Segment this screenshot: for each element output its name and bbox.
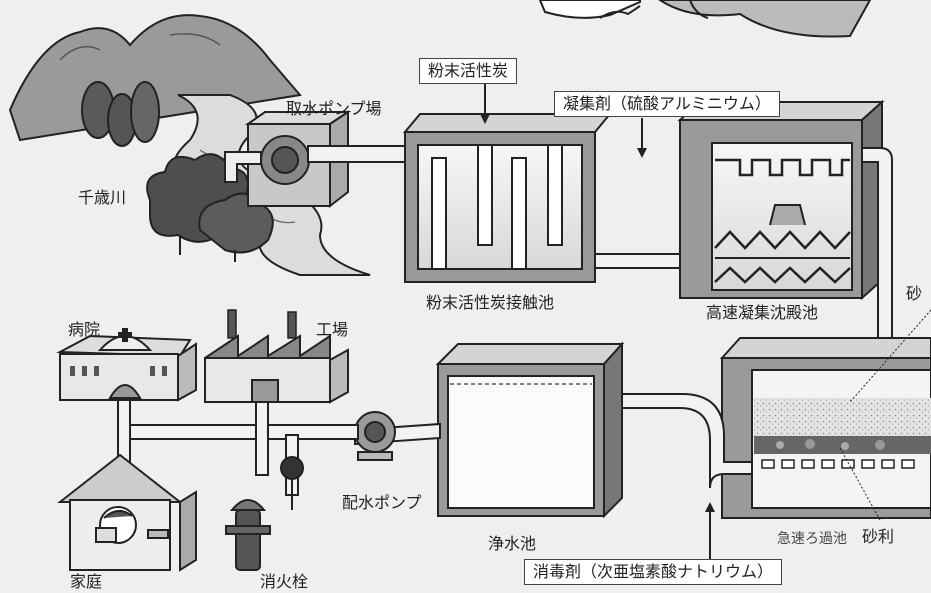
river-label: 千歳川 [78, 188, 127, 207]
sedimentation-label: 高速凝集沈殿池 [706, 303, 819, 322]
hospital [56, 328, 197, 402]
contact-basin [402, 82, 613, 283]
disinfectant-label: 消毒剤（次亜塩素酸ナトリウム） [524, 559, 783, 585]
children-illustration [538, 0, 872, 38]
trees [81, 81, 274, 262]
sedimentation-basin [677, 99, 893, 351]
intake-pump-label: 取水ポンプ場 [286, 99, 382, 118]
factory [204, 309, 349, 404]
rapid-filter [719, 309, 931, 521]
intake-pump-house [224, 110, 352, 209]
clear-water-basin [435, 341, 625, 519]
pipe-intake-to-contact [307, 145, 413, 163]
fire-hydrant [225, 456, 304, 571]
hydrant-label: 消火栓 [260, 572, 309, 591]
distribution-pump [354, 411, 441, 461]
activated-carbon-label: 粉末活性炭 [419, 58, 518, 84]
gravel-label: 砂利 [862, 527, 895, 546]
factory-label: 工場 [316, 320, 349, 339]
distribution-pump-label: 配水ポンプ [342, 493, 422, 512]
house [57, 453, 197, 572]
hospital-label: 病院 [68, 320, 101, 339]
pipe-filter-to-clear-water [611, 393, 753, 489]
clear-water-label: 浄水池 [488, 534, 537, 553]
distribution-pipes [117, 394, 359, 496]
sand-label: 砂 [906, 284, 923, 303]
coagulant-label: 凝集剤（硫酸アルミニウム） [554, 91, 780, 117]
home-label: 家庭 [70, 572, 103, 591]
contact-basin-label: 粉末活性炭接触池 [426, 293, 555, 312]
rapid-filter-label: 急速ろ過池 [777, 531, 847, 547]
